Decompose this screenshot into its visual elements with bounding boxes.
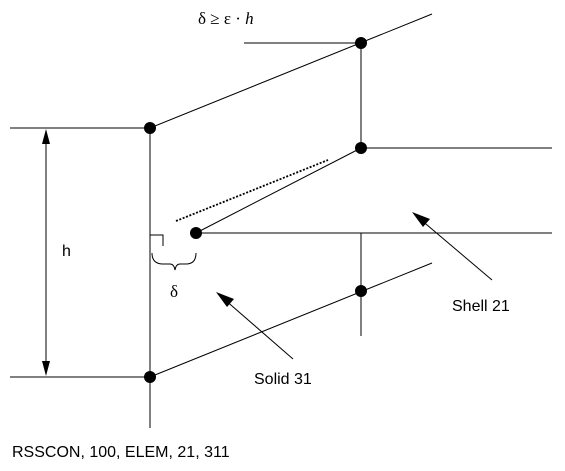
delta-label: δ — [170, 282, 178, 301]
solid-pointer-arrowhead — [216, 292, 234, 307]
shell-pointer-arrowhead — [412, 212, 430, 227]
node-shell-contact — [190, 227, 202, 239]
formula-label: δ ≥ ε · h — [198, 9, 254, 28]
node-shell-mid — [355, 142, 367, 154]
shell-dotted-projection — [175, 159, 329, 222]
solid-label: Solid 31 — [254, 371, 312, 388]
height-arrow-bottom — [42, 361, 50, 376]
solid-top-face — [149, 13, 433, 129]
solid-bottom-face — [149, 262, 433, 378]
formula-variable: h — [245, 9, 254, 28]
shell-label: Shell 21 — [452, 298, 510, 315]
shell-pointer-line — [419, 218, 493, 281]
height-arrow-top — [42, 129, 50, 144]
formula-condition: δ ≥ ε · — [198, 9, 245, 28]
node-solid-face — [355, 285, 367, 297]
node-shell-top — [355, 37, 367, 49]
command-text: RSSCON, 100, ELEM, 21, 311 — [12, 444, 230, 461]
delta-brace — [151, 252, 197, 271]
right-angle-marker — [150, 234, 164, 246]
height-label: h — [62, 243, 71, 260]
solid-pointer-line — [223, 298, 294, 360]
node-solid-top — [144, 122, 156, 134]
node-solid-bottom — [144, 371, 156, 383]
shell-slanted-edge — [195, 147, 362, 234]
